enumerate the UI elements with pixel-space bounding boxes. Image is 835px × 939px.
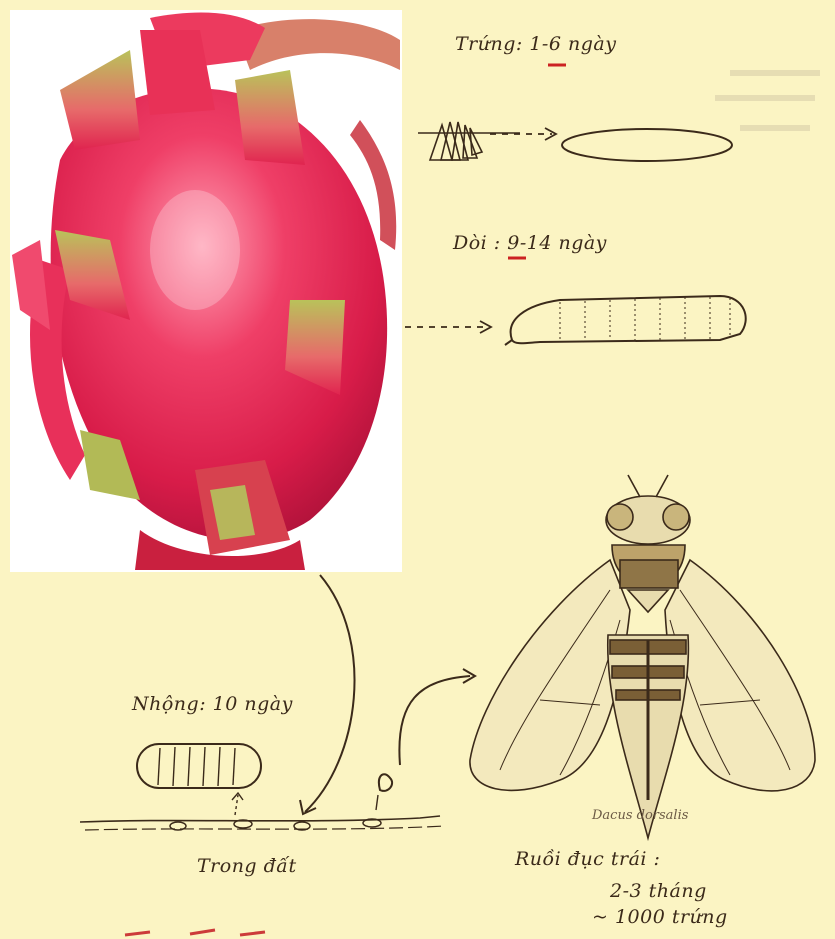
egg-cluster-icon: [418, 122, 520, 160]
faint-marks: [715, 70, 820, 131]
adult-eggs-label: ~ 1000 trứng: [592, 906, 728, 928]
dragon-fruit-photo: [10, 10, 402, 572]
adult-stage-label: Ruồi đục trái :: [515, 848, 660, 870]
larva-icon: [505, 296, 746, 345]
species-label: Dacus dorsalis: [592, 808, 688, 823]
larva-stage-label: Dòi : 9-14 ngày: [453, 232, 607, 254]
soil-label: Trong đất: [197, 855, 297, 877]
larva-arrow: [405, 321, 491, 333]
pupa-icon: [137, 744, 261, 815]
fruit-fly-icon: [470, 475, 815, 838]
fruit-to-soil-arrow: [305, 575, 355, 812]
soil-icon: [80, 816, 445, 830]
emergence-arrow: [376, 669, 475, 810]
red-scribble: [125, 930, 265, 935]
egg-arrow: [490, 128, 556, 140]
pupa-stage-label: Nhộng: 10 ngày: [132, 693, 293, 715]
egg-icon: [562, 129, 732, 161]
adult-lifespan-label: 2-3 tháng: [610, 880, 707, 902]
egg-stage-label: Trứng: 1-6 ngày: [455, 33, 616, 55]
